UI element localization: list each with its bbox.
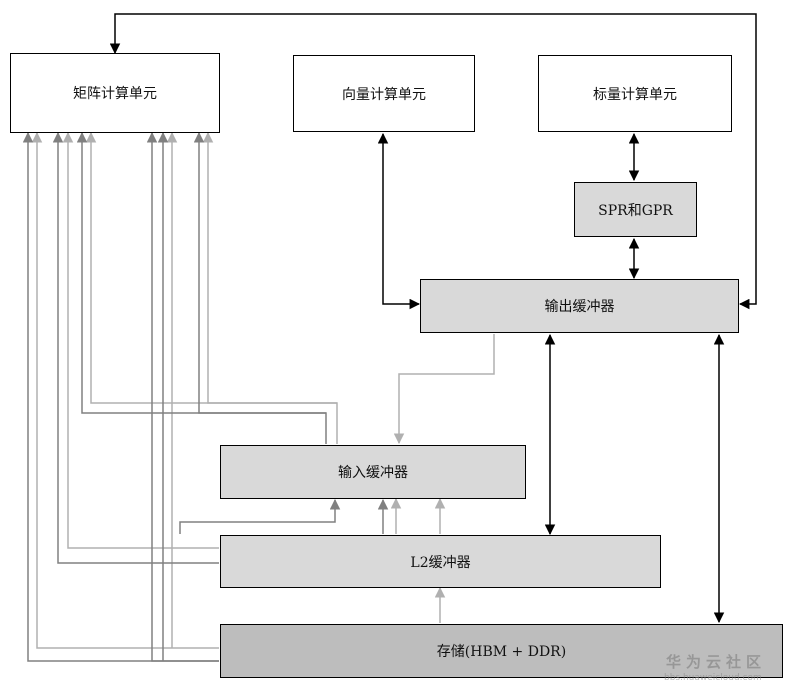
output-buffer: 输出缓冲器	[420, 279, 739, 333]
matrix-compute-unit-label: 矩阵计算单元	[73, 86, 157, 102]
input-to-matrix-gray-2	[193, 131, 326, 414]
storage-block: 存储(HBM + DDR)	[220, 624, 783, 678]
loop-output-to-matrix	[109, 13, 757, 310]
storage-to-matrix-light-1	[31, 131, 219, 649]
l2-buffer-label: L2缓冲器	[410, 554, 471, 571]
spr-gpr-block: SPR和GPR	[574, 182, 697, 237]
input-buffer-label: 输入缓冲器	[338, 465, 408, 481]
watermark-title: 华为云社区	[666, 653, 767, 671]
l2-buffer: L2缓冲器	[220, 535, 661, 588]
watermark-url: bbs.huaweicloud.com	[664, 673, 762, 683]
input-to-matrix-light-1	[202, 131, 338, 444]
l2-to-input-gray-1	[179, 498, 341, 534]
matrix-compute-unit: 矩阵计算单元	[10, 53, 220, 133]
input-to-matrix-light-2	[85, 131, 337, 404]
storage-to-matrix-gray-2	[146, 131, 219, 662]
spr-gpr-label: SPR和GPR	[598, 202, 673, 219]
light-gray-connectors	[31, 131, 495, 649]
storage-to-matrix-gray-1	[22, 131, 219, 662]
mid-gray-connectors	[22, 131, 389, 662]
l2-to-matrix-gray	[52, 131, 219, 564]
vector-compute-unit-label: 向量计算单元	[342, 86, 426, 103]
input-buffer: 输入缓冲器	[220, 445, 526, 499]
input-to-matrix-gray-1	[76, 131, 327, 444]
scalar-compute-unit-label: 标量计算单元	[593, 86, 677, 103]
scalar-compute-unit: 标量计算单元	[538, 55, 732, 132]
l2-to-matrix-light	[62, 131, 219, 549]
vector-compute-unit: 向量计算单元	[293, 55, 475, 132]
vector-output-link	[377, 132, 421, 310]
black-connectors	[109, 13, 757, 624]
storage-label: 存储(HBM + DDR)	[436, 644, 567, 660]
output-to-input-line	[393, 334, 495, 445]
output-buffer-label: 输出缓冲器	[544, 299, 615, 315]
